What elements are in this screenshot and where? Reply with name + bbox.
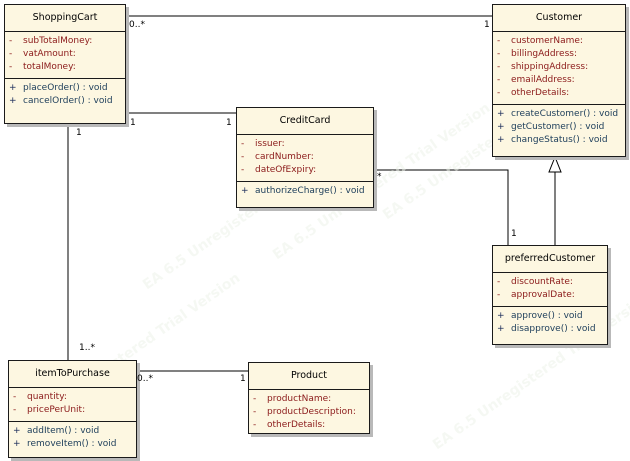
- class-credit-card[interactable]: CreditCard -issuer: -cardNumber: -dateOf…: [236, 107, 374, 208]
- attribute-row[interactable]: -billingAddress:: [497, 49, 578, 59]
- class-name: preferredCustomer: [493, 246, 607, 273]
- class-name: itemToPurchase: [9, 361, 136, 388]
- attribute-row[interactable]: -pricePerUnit:: [13, 405, 86, 415]
- operations-compartment: +createCustomer() : void +getCustomer() …: [493, 104, 625, 151]
- attribute-row[interactable]: -productDescription:: [253, 407, 356, 417]
- operation-row[interactable]: +approve() : void: [497, 311, 583, 321]
- multiplicity-label: 1: [240, 374, 246, 384]
- operation-row[interactable]: +addItem() : void: [13, 426, 100, 436]
- association-creditcard-preferredcustomer[interactable]: [374, 169, 509, 245]
- class-name: Customer: [493, 5, 625, 32]
- operation-row[interactable]: +getCustomer() : void: [497, 122, 605, 132]
- attribute-row[interactable]: -vatAmount:: [9, 49, 76, 59]
- attributes-compartment: -issuer: -cardNumber: -dateOfExpiry:: [237, 135, 373, 181]
- operation-row[interactable]: +changeStatus() : void: [497, 135, 608, 145]
- operation-row[interactable]: +disapprove() : void: [497, 324, 596, 334]
- class-name: ShoppingCart: [5, 5, 125, 32]
- multiplicity-label: 0..*: [129, 20, 145, 30]
- attribute-row[interactable]: -quantity:: [13, 392, 67, 402]
- attribute-row[interactable]: -customerName:: [497, 36, 583, 46]
- attribute-row[interactable]: -approvalDate:: [497, 290, 575, 300]
- operation-row[interactable]: +cancelOrder() : void: [9, 96, 113, 106]
- operation-row[interactable]: +removeItem() : void: [13, 439, 117, 449]
- attributes-compartment: -discountRate: -approvalDate:: [493, 273, 607, 306]
- multiplicity-label: 1: [76, 128, 82, 138]
- class-preferred-customer[interactable]: preferredCustomer -discountRate: -approv…: [492, 245, 608, 345]
- operations-compartment: +addItem() : void +removeItem() : void: [9, 421, 136, 455]
- class-name: CreditCard: [237, 108, 373, 135]
- multiplicity-label: 1: [484, 20, 490, 30]
- attribute-row[interactable]: -totalMoney:: [9, 62, 76, 72]
- attribute-row[interactable]: -subTotalMoney:: [9, 36, 93, 46]
- multiplicity-label: *: [377, 172, 382, 182]
- attribute-row[interactable]: -discountRate:: [497, 277, 573, 287]
- class-product[interactable]: Product -productName: -productDescriptio…: [248, 362, 370, 434]
- multiplicity-label: 1: [226, 118, 232, 128]
- class-shopping-cart[interactable]: ShoppingCart -subTotalMoney: -vatAmount:…: [4, 4, 126, 124]
- attributes-compartment: -productName: -productDescription: -othe…: [249, 390, 369, 436]
- attributes-compartment: -customerName: -billingAddress: -shippin…: [493, 32, 625, 104]
- operation-row[interactable]: +createCustomer() : void: [497, 109, 619, 119]
- attribute-row[interactable]: -emailAddress:: [497, 75, 575, 85]
- attribute-row[interactable]: -productName:: [253, 394, 332, 404]
- multiplicity-label: 1: [511, 229, 517, 239]
- attribute-row[interactable]: -dateOfExpiry:: [241, 165, 317, 175]
- class-item-to-purchase[interactable]: itemToPurchase -quantity: -pricePerUnit:…: [8, 360, 137, 458]
- operation-row[interactable]: +placeOrder() : void: [9, 83, 108, 93]
- operations-compartment: +authorizeCharge() : void: [237, 181, 373, 202]
- multiplicity-label: 1: [130, 118, 136, 128]
- operations-compartment: +placeOrder() : void +cancelOrder() : vo…: [5, 78, 125, 112]
- attribute-row[interactable]: -issuer:: [241, 139, 285, 149]
- attribute-row[interactable]: -cardNumber:: [241, 152, 314, 162]
- operation-row[interactable]: +authorizeCharge() : void: [241, 186, 365, 196]
- multiplicity-label: 0..*: [137, 374, 153, 384]
- attributes-compartment: -quantity: -pricePerUnit:: [9, 388, 136, 421]
- operations-compartment: +approve() : void +disapprove() : void: [493, 306, 607, 340]
- attribute-row[interactable]: -otherDetails:: [253, 420, 326, 430]
- generalization-arrowhead: [548, 155, 562, 173]
- attribute-row[interactable]: -shippingAddress:: [497, 62, 589, 72]
- attribute-row[interactable]: -otherDetails:: [497, 88, 570, 98]
- class-customer[interactable]: Customer -customerName: -billingAddress:…: [492, 4, 626, 157]
- class-name: Product: [249, 363, 369, 390]
- multiplicity-label: 1..*: [79, 343, 95, 353]
- attributes-compartment: -subTotalMoney: -vatAmount: -totalMoney:: [5, 32, 125, 78]
